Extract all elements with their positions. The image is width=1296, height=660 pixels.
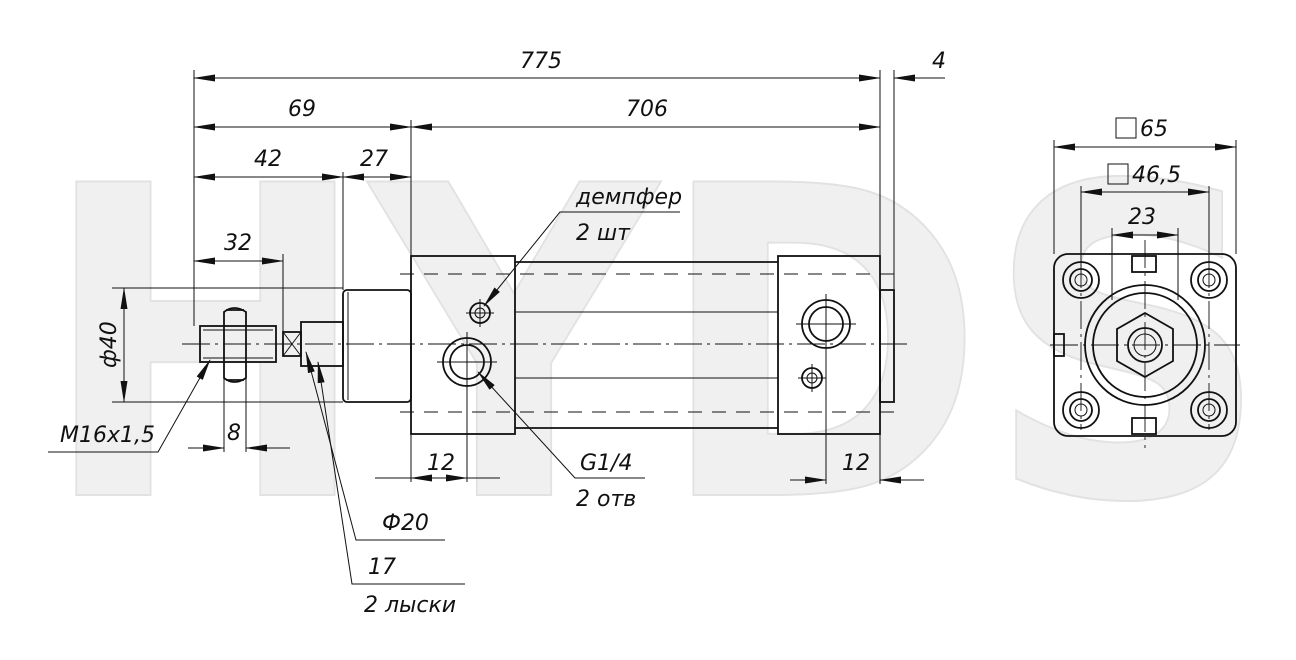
dim-bore-diameter: ф40 [97,321,122,368]
dim-thread-length: 32 [224,231,252,256]
dim-thread: M16x1,5 [60,423,155,448]
dim-rod-to-cap: 42 [254,147,282,172]
dim-rod-section: 69 [288,97,316,122]
dim-port-thread: G1/4 [580,451,632,476]
dim-port-offset-front: 12 [427,451,455,476]
dim-cap-length: 27 [360,147,388,172]
dim-end-gap: 4 [932,49,946,74]
dim-wrench-flats-note: 2 лыски [364,593,456,618]
dim-square-bolt: 46,5 [1132,163,1181,188]
dim-port-offset-rear: 12 [842,451,870,476]
dim-nut-width: 8 [227,421,241,446]
side-view [182,255,910,435]
dim-wrench-flats: 17 [368,555,396,580]
dim-rod-diameter: Ф20 [382,511,429,536]
side-dimensions: 775 4 69 706 42 27 32 ф40 M16x1,5 8 12 1… [48,49,946,618]
dim-flat-width: 23 [1128,205,1156,230]
end-view: 65 46,5 23 [1050,117,1240,448]
dim-body-length: 706 [626,97,668,122]
dim-damper-count: 2 шт [576,221,631,246]
dim-port-count: 2 отв [576,487,636,512]
dim-square-outer: 65 [1140,117,1168,142]
dim-damper: демпфер [575,185,682,210]
dim-overall-length: 775 [520,49,562,74]
